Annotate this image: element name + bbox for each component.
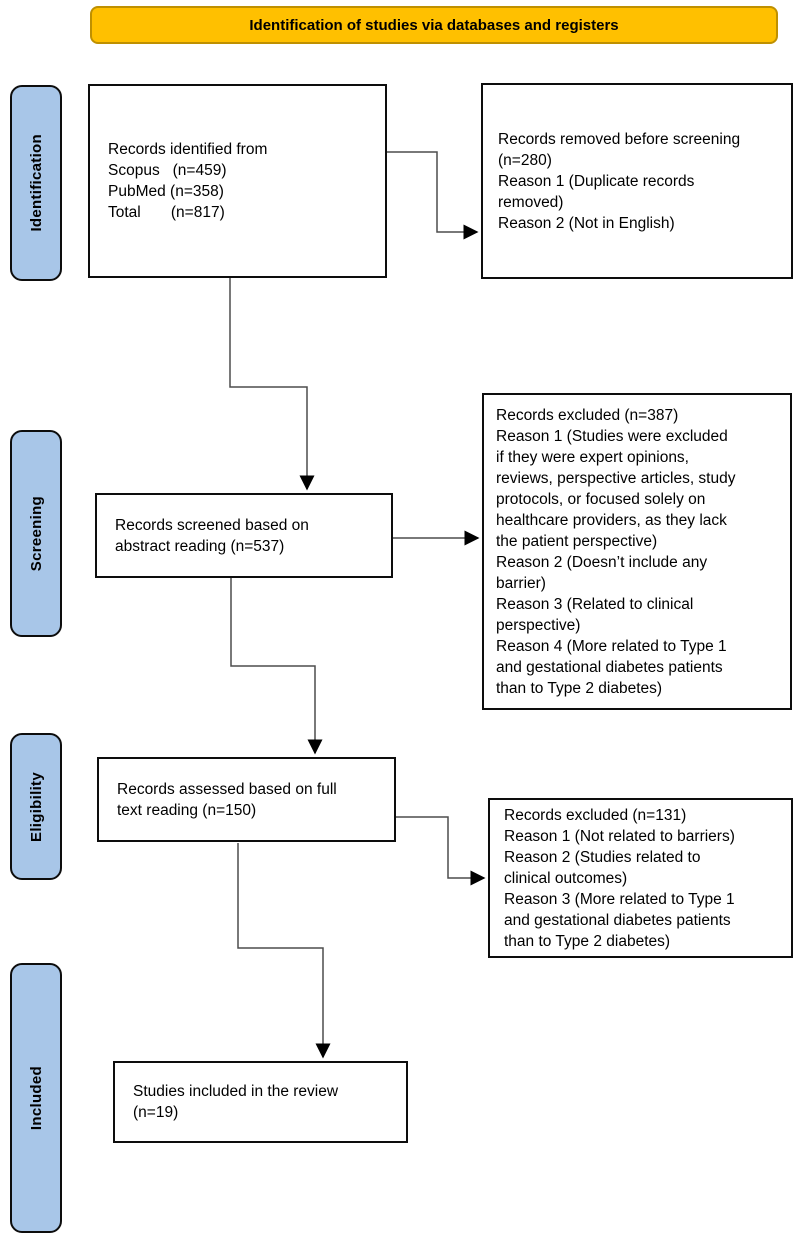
stage-label-identification: Identification [10,85,62,281]
box-studies-included-text: Studies included in the review (n=19) [133,1083,339,1121]
box-studies-included: Studies included in the review (n=19) [113,1061,408,1143]
box-records-assessed: Records assessed based on full text read… [97,757,396,842]
box-records-excluded-screening-text: Records excluded (n=387) Reason 1 (Studi… [496,406,736,697]
connector-assessed-to-included [237,843,331,1059]
stage-label-screening: Screening [10,430,62,637]
connector-assessed-to-excluded [396,816,486,886]
box-records-screened: Records screened based on abstract readi… [95,493,393,578]
box-records-identified-text: Records identified from Scopus (n=459) P… [108,141,268,221]
box-records-identified: Records identified from Scopus (n=459) P… [88,84,387,278]
connector-identified-to-screened [229,278,315,491]
stage-label-included: Included [10,963,62,1233]
banner-title-text: Identification of studies via databases … [249,16,619,34]
stage-label-eligibility: Eligibility [10,733,62,880]
stage-label-eligibility-text: Eligibility [27,771,45,842]
banner-title: Identification of studies via databases … [90,6,778,44]
connector-identified-to-removed [387,151,479,240]
box-records-excluded-screening: Records excluded (n=387) Reason 1 (Studi… [482,393,792,710]
stage-label-identification-text: Identification [27,134,45,232]
box-records-removed-before-screening-text: Records removed before screening (n=280)… [498,130,741,232]
box-records-excluded-eligibility-text: Records excluded (n=131) Reason 1 (Not r… [504,806,735,950]
box-records-removed-before-screening: Records removed before screening (n=280)… [481,83,793,279]
connector-screened-to-assessed [230,578,323,755]
box-records-excluded-eligibility: Records excluded (n=131) Reason 1 (Not r… [488,798,793,958]
box-records-screened-text: Records screened based on abstract readi… [115,516,309,555]
stage-label-included-text: Included [27,1065,45,1131]
box-records-assessed-text: Records assessed based on full text read… [117,780,337,819]
stage-label-screening-text: Screening [27,495,45,572]
